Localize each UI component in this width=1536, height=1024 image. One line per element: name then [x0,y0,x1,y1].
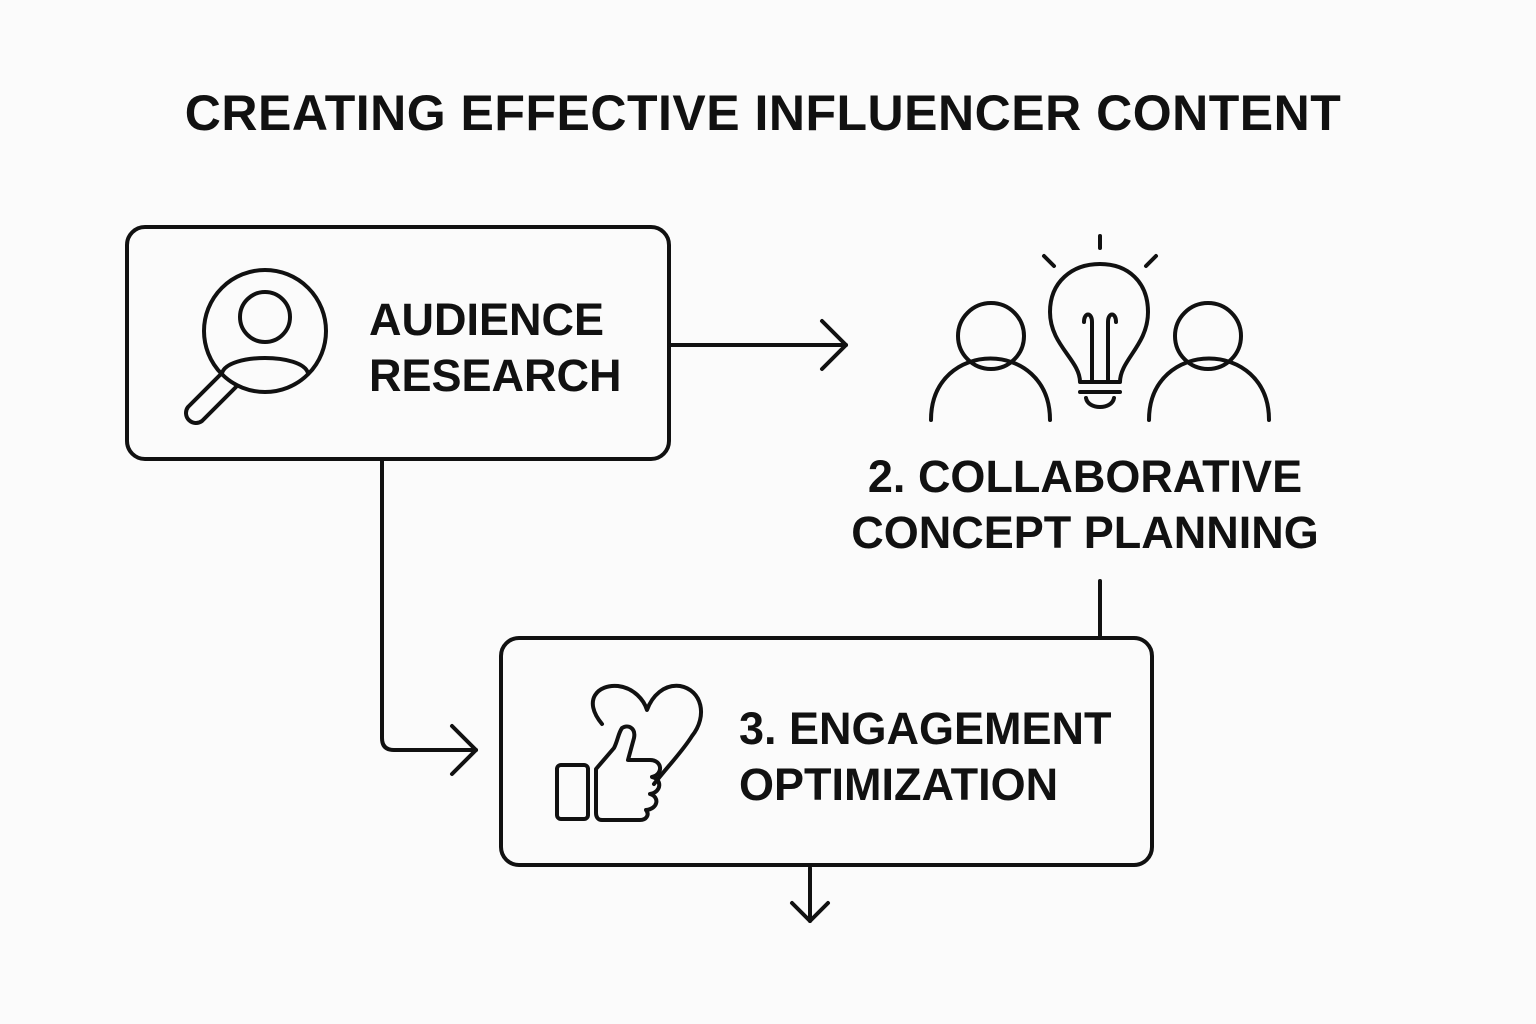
step-2-label-line-1: 2. COLLABORATIVE [867,451,1303,502]
magnifier-user-icon [184,268,328,425]
step-1-label-line-2: RESEARCH [369,350,622,401]
step-1-box [125,225,671,461]
step-3-label: 3. ENGAGEMENT OPTIMIZATION [739,701,1112,813]
step-1-label-line-1: AUDIENCE [369,294,605,345]
step-3-label-line-1: 3. ENGAGEMENT [739,703,1112,754]
arrow-research-to-planning [669,319,848,371]
arrow-research-to-optimization [380,459,478,776]
diagram-title: CREATING EFFECTIVE INFLUENCER CONTENT [184,85,1342,141]
step-2-label-line-2: CONCEPT PLANNING [851,507,1319,558]
step-1-label: AUDIENCE RESEARCH [369,292,622,404]
heart-thumbs-up-icon [555,683,703,822]
step-3-box [499,636,1154,867]
step-2-label: 2. COLLABORATIVE CONCEPT PLANNING [830,449,1340,561]
arrow-next-step [790,866,830,923]
people-lightbulb-icon [929,234,1271,422]
step-3-label-line-2: OPTIMIZATION [739,759,1059,810]
